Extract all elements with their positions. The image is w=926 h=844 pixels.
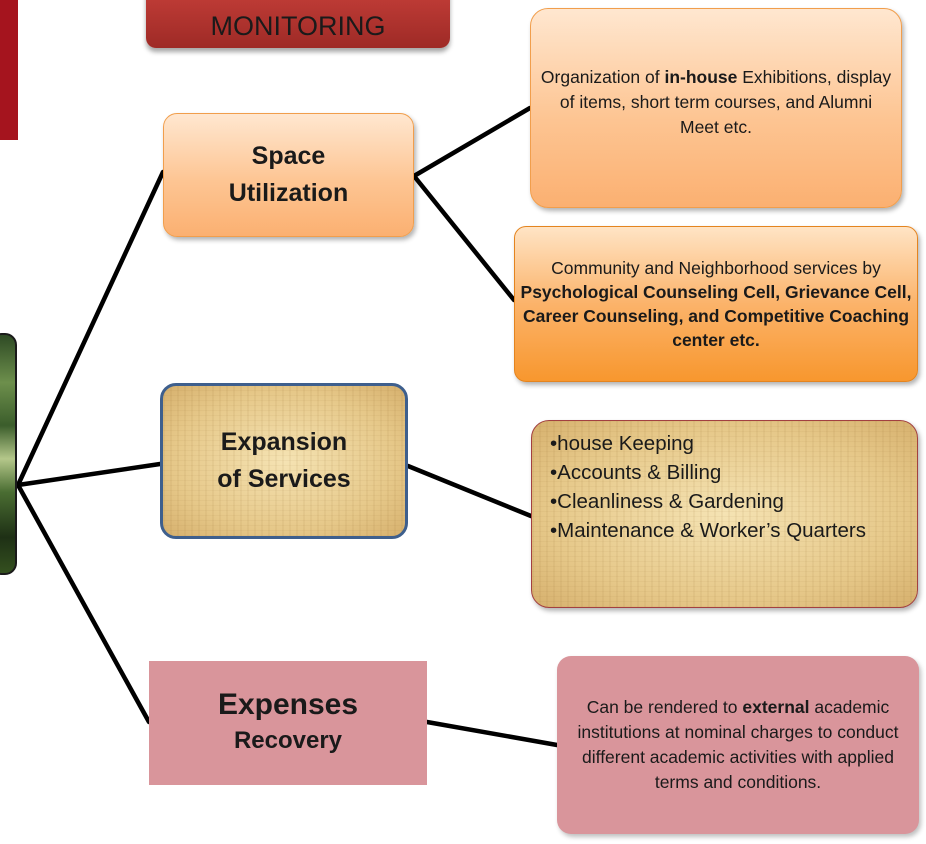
connector-hub-space — [15, 169, 166, 488]
node-expansion-of-services: Expansion of Services — [160, 383, 408, 539]
expansion-line1: Expansion — [220, 428, 348, 456]
connector-hub-expansion — [15, 461, 163, 488]
top-banner: MONITORING — [146, 0, 450, 48]
detail-community-bold: Psychological Counseling Cell, Grievance… — [520, 282, 912, 350]
left-photo-fragment — [0, 333, 17, 575]
services-list-item: •house Keeping — [550, 432, 694, 455]
expenses-line1: Expenses — [217, 688, 359, 721]
node-expenses-recovery: Expenses Recovery — [149, 661, 427, 785]
detail-inhouse-text: Organization of in-house Exhibitions, di… — [539, 65, 893, 140]
node-space-utilization: Space Utilization — [163, 113, 414, 237]
detail-external-suffix: academic institutions at nominal charges… — [577, 697, 899, 792]
detail-inhouse-bold: in-house — [664, 66, 738, 87]
connector-expansion-services — [405, 463, 534, 519]
services-list-item: •Cleanliness & Gardening — [550, 490, 784, 513]
top-banner-text: MONITORING — [210, 11, 386, 41]
connector-hub-expenses — [15, 482, 152, 725]
detail-external-text: Can be rendered to external academic ins… — [563, 695, 913, 795]
detail-community-text: Community and Neighborhood services by P… — [519, 256, 913, 352]
detail-services-box: •house Keeping •Accounts & Billing •Clea… — [531, 420, 918, 608]
detail-inhouse-prefix: Organization of — [540, 66, 665, 87]
detail-external-bold: external — [742, 697, 810, 717]
space-utilization-line1: Space — [251, 142, 326, 170]
detail-external-box: Can be rendered to external academic ins… — [557, 656, 919, 834]
connector-space-community — [411, 173, 517, 303]
detail-inhouse-suffix: Exhibitions, display of items, short ter… — [559, 66, 892, 137]
services-list-item: •Accounts & Billing — [550, 461, 722, 484]
detail-community-box: Community and Neighborhood services by P… — [514, 226, 918, 382]
expansion-line2: of Services — [217, 465, 351, 493]
connector-expenses-external — [424, 719, 560, 748]
detail-community-prefix: Community and Neighborhood services by — [551, 258, 881, 278]
detail-external-prefix: Can be rendered to — [586, 697, 743, 717]
connector-space-inhouse — [411, 105, 533, 179]
services-list-item: •Maintenance & Worker’s Quarters — [550, 519, 866, 542]
detail-inhouse-box: Organization of in-house Exhibitions, di… — [530, 8, 902, 208]
expenses-line2: Recovery — [233, 727, 343, 754]
left-red-bar — [0, 0, 18, 140]
space-utilization-line2: Utilization — [228, 179, 349, 207]
